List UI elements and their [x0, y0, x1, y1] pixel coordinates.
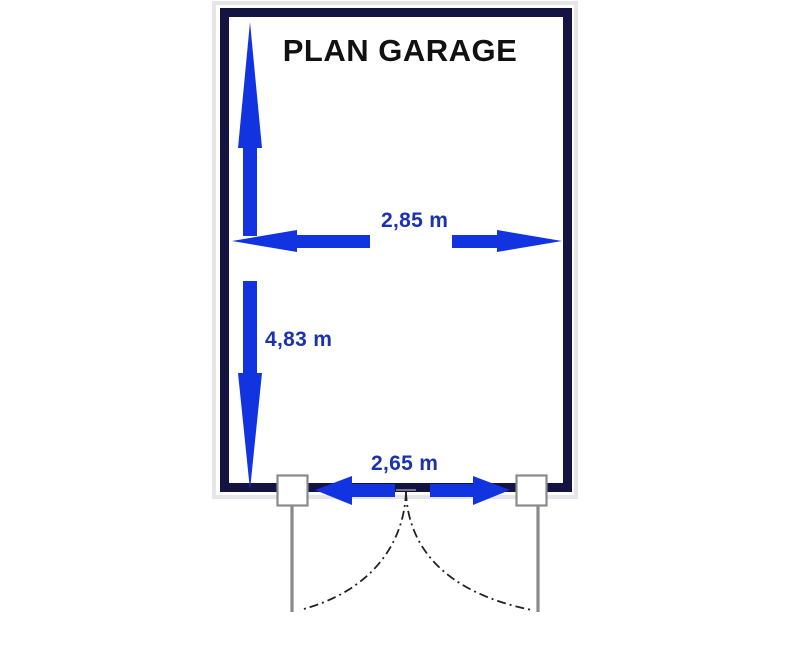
- door-jamb-right: [515, 474, 548, 507]
- arrow-right-width: [452, 230, 562, 252]
- door-swing-arc-left: [299, 491, 407, 611]
- door-swing-arc-right: [405, 491, 533, 611]
- dimension-label-door-opening: 2,65 m: [371, 452, 439, 475]
- door-jamb-left: [276, 474, 309, 507]
- arrow-down-depth: [238, 281, 262, 490]
- wall-shadow: [212, 1, 578, 499]
- dimension-label-width: 2,85 m: [381, 209, 449, 232]
- arrow-left-width: [232, 230, 370, 252]
- page-title: PLAN GARAGE: [282, 33, 518, 68]
- arrow-right-door: [430, 476, 510, 505]
- arrow-up-depth: [238, 22, 262, 236]
- dimension-label-depth: 4,83 m: [265, 328, 333, 351]
- perimeter-wall: [220, 8, 572, 492]
- arrow-left-door: [315, 476, 395, 505]
